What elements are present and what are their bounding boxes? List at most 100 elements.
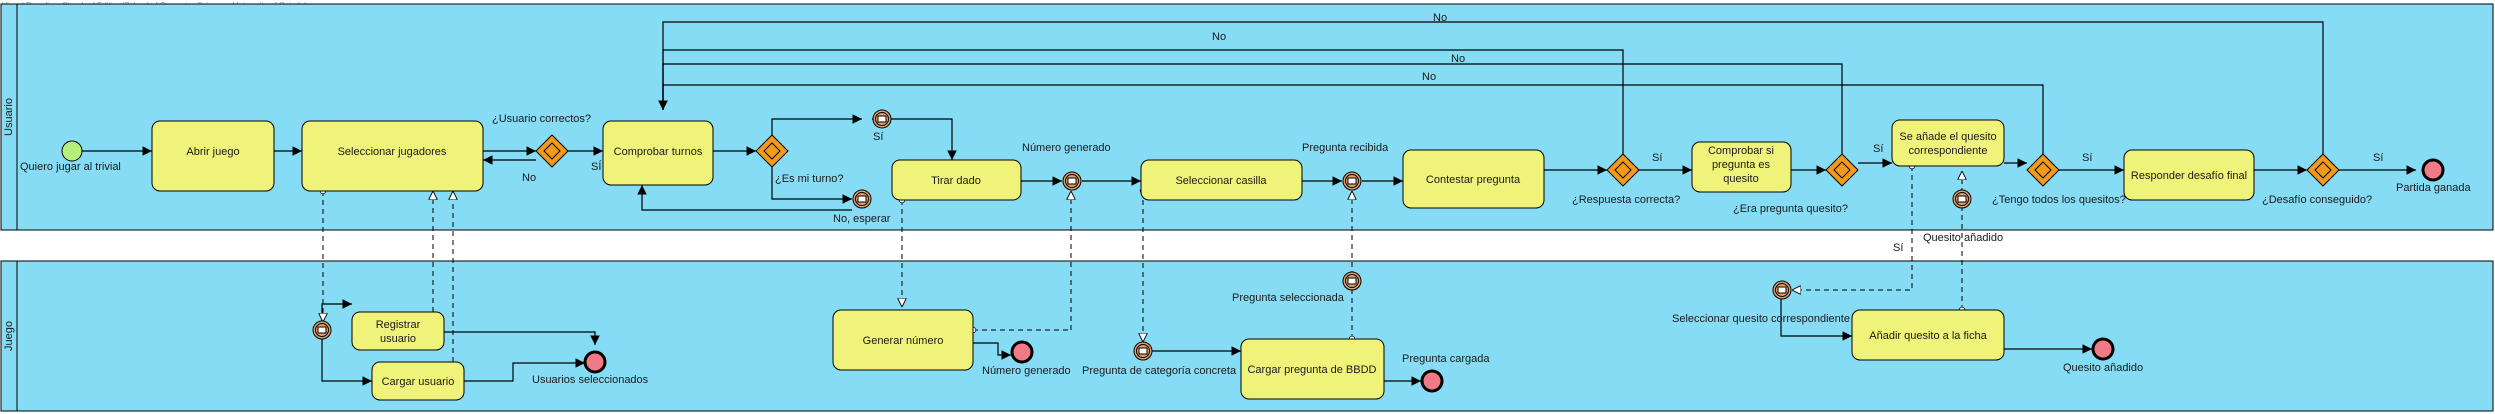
end-event-quesito[interactable] bbox=[2091, 337, 2115, 361]
task-registrar-usuario[interactable] bbox=[351, 311, 445, 351]
task-comprobar-quesito[interactable] bbox=[1691, 141, 1792, 193]
label-flow-si-tengo: Sí bbox=[2082, 152, 2092, 164]
msg-event-juego-start[interactable] bbox=[312, 320, 332, 340]
task-anade-quesito-l2: correspondiente bbox=[1909, 145, 1988, 157]
label-no-esperar: No, esperar bbox=[833, 213, 891, 225]
label-quesito-anadido-end: Quesito añadido bbox=[2063, 362, 2143, 374]
task-seleccionar-jugadores[interactable] bbox=[301, 120, 484, 192]
sequence-flows bbox=[82, 21, 2416, 386]
task-seleccionar-casilla-label: Seleccionar casilla bbox=[1175, 175, 1267, 187]
label-gw-turno: ¿Es mi turno? bbox=[775, 173, 843, 185]
end-event-numero[interactable] bbox=[1010, 340, 1034, 364]
task-comprobar-quesito-l1: Comprobar si bbox=[1708, 145, 1774, 157]
task-seleccionar-casilla[interactable] bbox=[1140, 159, 1303, 201]
task-contestar-pregunta[interactable] bbox=[1402, 149, 1545, 209]
flow-registrar-end bbox=[444, 331, 600, 345]
label-pregunta-categoria: Pregunta de categoría concreta bbox=[1082, 365, 1237, 377]
msg-event-no-esperar[interactable] bbox=[852, 189, 872, 209]
task-anade-quesito[interactable] bbox=[1891, 119, 2005, 167]
envelope-icon bbox=[1957, 195, 1967, 203]
label-flow-si-anade: Sí bbox=[1893, 242, 1903, 254]
label-pregunta-seleccionada: Pregunta seleccionada bbox=[1232, 292, 1345, 304]
task-comprobar-turnos[interactable] bbox=[602, 120, 714, 186]
label-gw-desafio: ¿Desafío conseguido? bbox=[2262, 194, 2372, 206]
label-flow-si-respuesta: Sí bbox=[1652, 152, 1662, 164]
task-abrir-juego[interactable] bbox=[151, 120, 275, 192]
flow-noesperar-comprobar bbox=[637, 185, 852, 211]
gateways bbox=[535, 134, 2340, 187]
task-labels: Abrir juego Seleccionar jugadores Compro… bbox=[186, 131, 2247, 388]
label-pregunta-cargada: Pregunta cargada bbox=[1402, 353, 1490, 365]
envelope-icon bbox=[317, 326, 327, 334]
task-generar-numero[interactable] bbox=[832, 309, 974, 371]
envelope-icon bbox=[1777, 286, 1787, 294]
msg-event-pregunta-recibida[interactable] bbox=[1342, 171, 1362, 191]
label-flow-no-gw1: No bbox=[522, 172, 536, 184]
end-event-partida-ganada[interactable] bbox=[2421, 158, 2445, 182]
flow-seleccionarq-anadir bbox=[1780, 296, 1852, 341]
task-anadir-quesito-ficha[interactable] bbox=[1851, 309, 2005, 361]
envelope-icon bbox=[1347, 277, 1357, 285]
label-gw-tengo: ¿Tengo todos los quesitos? bbox=[1992, 194, 2126, 206]
end-event-usuarios[interactable] bbox=[583, 350, 607, 374]
task-generar-label: Generar número bbox=[863, 335, 944, 347]
task-cargar-usuario[interactable] bbox=[371, 361, 465, 401]
flow-gw5-no bbox=[662, 84, 2044, 154]
msg-event-pregunta-categoria[interactable] bbox=[1133, 341, 1153, 361]
label-flow-no-2: No bbox=[1212, 31, 1226, 43]
lane-usuario-label: Usuario bbox=[3, 98, 15, 136]
msg-event-seleccionar-quesito[interactable] bbox=[1772, 280, 1792, 300]
task-registrar-l2: usuario bbox=[380, 333, 416, 345]
flow-si-tirar bbox=[872, 118, 957, 160]
task-comprobar-quesito-l2: pregunta es bbox=[1712, 159, 1771, 171]
label-start: Quiero jugar al trivial bbox=[20, 161, 121, 173]
gateway-tengo-quesitos[interactable] bbox=[2026, 153, 2060, 187]
label-numero-generado-msg: Número generado bbox=[1022, 142, 1111, 154]
label-flow-si-turno: Sí bbox=[873, 131, 883, 143]
gateway-es-mi-turno[interactable] bbox=[755, 134, 789, 168]
msg-event-si[interactable] bbox=[872, 109, 892, 129]
end-event-pregunta[interactable] bbox=[1420, 369, 1444, 393]
label-gw-usuario: ¿Usuario correctos? bbox=[492, 113, 591, 125]
envelope-icon bbox=[877, 115, 887, 123]
label-quesito-anadido-msg: Quesito añadido bbox=[1923, 232, 2003, 244]
labels: Quiero jugar al trivial Partida ganada U… bbox=[20, 12, 2471, 386]
task-cargar-pregunta[interactable] bbox=[1240, 338, 1385, 400]
task-responder-label: Responder desafío final bbox=[2131, 170, 2247, 182]
label-seleccionar-quesito: Seleccionar quesito correspondiente bbox=[1672, 313, 1850, 325]
gateway-usuario-correctos[interactable] bbox=[535, 134, 569, 168]
label-flow-si-gw1: SÍ bbox=[591, 160, 602, 173]
task-tirar-label: Tirar dado bbox=[931, 175, 981, 187]
label-partida-ganada: Partida ganada bbox=[2396, 182, 2471, 194]
label-flow-no-top: No bbox=[1433, 12, 1447, 24]
msg-event-pregunta-seleccionada[interactable] bbox=[1342, 271, 1362, 291]
label-flow-si-desafio: Sí bbox=[2373, 152, 2383, 164]
label-flow-no-3: No bbox=[1451, 53, 1465, 65]
label-pregunta-recibida: Pregunta recibida bbox=[1302, 142, 1389, 154]
label-flow-si-quesito: Sí bbox=[1873, 143, 1883, 155]
intermediate-events bbox=[312, 109, 1972, 361]
envelope-icon bbox=[1067, 177, 1077, 185]
message-flows bbox=[323, 166, 1962, 362]
label-gw-quesito: ¿Era pregunta quesito? bbox=[1733, 203, 1848, 215]
start-event[interactable] bbox=[61, 140, 83, 162]
gateway-era-quesito[interactable] bbox=[1825, 153, 1859, 187]
flow-gw2-noesperar bbox=[771, 167, 852, 204]
label-numero-generado-end: Número generado bbox=[982, 365, 1071, 377]
task-responder-desafio[interactable] bbox=[2123, 149, 2255, 201]
flow-gw2-si bbox=[771, 114, 862, 135]
gateway-respuesta-correcta[interactable] bbox=[1606, 153, 1640, 187]
gateway-desafio[interactable] bbox=[2306, 153, 2340, 187]
task-cargar-label: Cargar usuario bbox=[382, 376, 455, 388]
task-cargar-pregunta-label: Cargar pregunta de BBDD bbox=[1247, 364, 1376, 376]
label-flow-no-4: No bbox=[1422, 71, 1436, 83]
envelope-icon bbox=[1347, 177, 1357, 185]
msg-event-quesito-anadido[interactable] bbox=[1952, 189, 1972, 209]
task-tirar-dado[interactable] bbox=[891, 159, 1022, 201]
flow-generar-end bbox=[973, 342, 1011, 360]
task-contestar-label: Contestar pregunta bbox=[1426, 174, 1521, 186]
msg-event-numero-generado[interactable] bbox=[1062, 171, 1082, 191]
envelope-icon bbox=[1138, 347, 1148, 355]
tasks bbox=[151, 119, 2255, 401]
flow-cargar-end bbox=[464, 358, 585, 382]
